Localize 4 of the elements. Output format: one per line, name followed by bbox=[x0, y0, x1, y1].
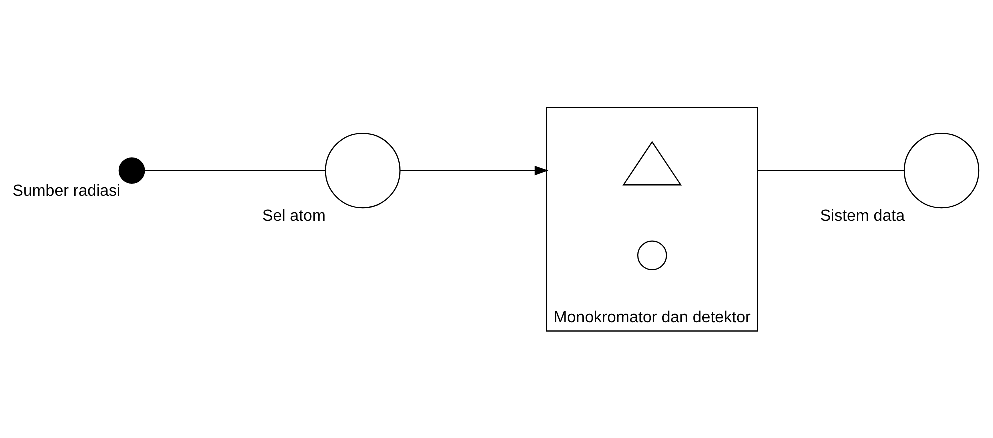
node-label: Monokromator dan detektor bbox=[554, 308, 751, 326]
node-label: Sistem data bbox=[820, 206, 906, 224]
node-label: Sumber radiasi bbox=[12, 182, 121, 200]
node-label: Sel atom bbox=[262, 206, 326, 224]
